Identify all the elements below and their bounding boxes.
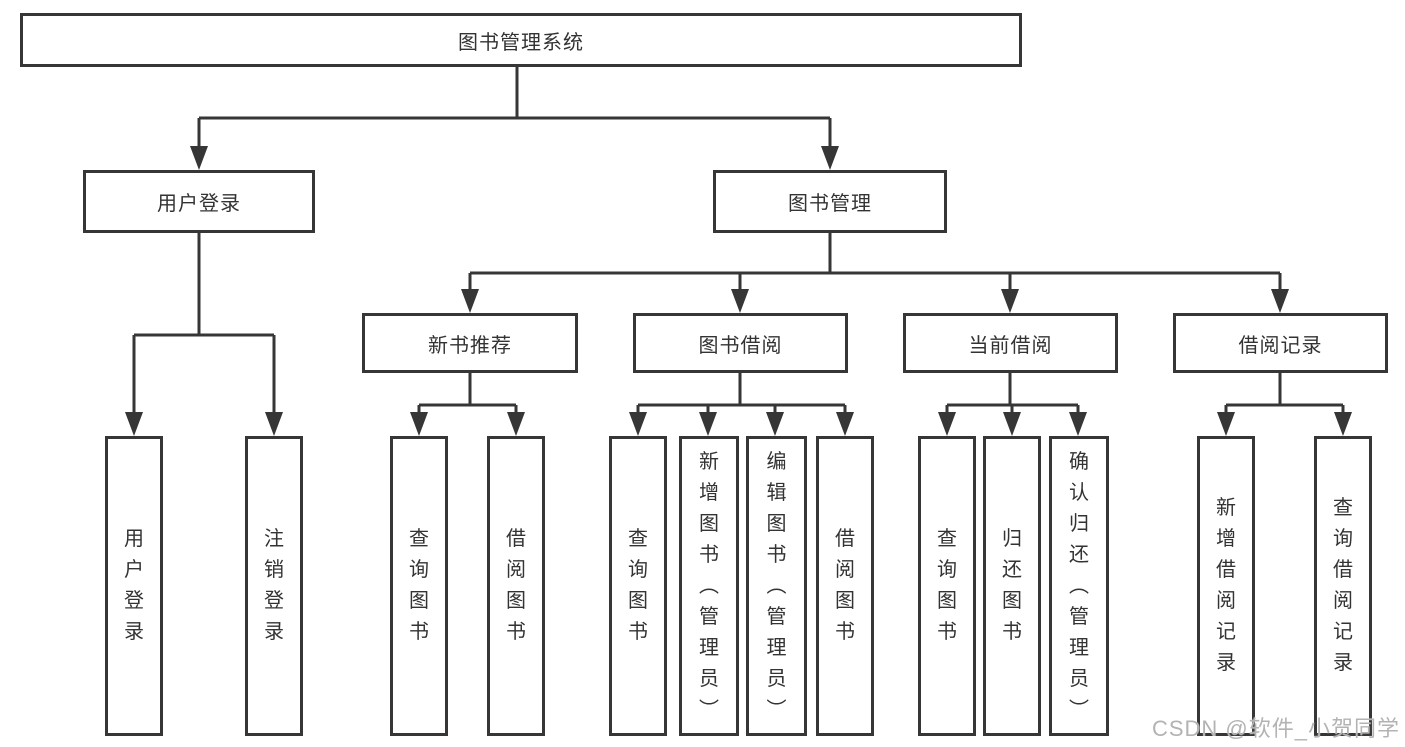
- node-current-borrowing: 当前借阅: [903, 313, 1118, 373]
- arrow-down-icon: [1001, 289, 1019, 313]
- leaf-logout: 注销登录: [245, 436, 303, 736]
- node-label: 新书推荐: [428, 334, 512, 357]
- arrow-down-icon: [125, 412, 143, 436]
- arrow-down-icon: [938, 412, 956, 436]
- node-label: 用户登录: [157, 193, 241, 215]
- arrow-down-icon: [1334, 412, 1352, 436]
- leaf-user-login: 用户登录: [105, 436, 163, 736]
- node-label: 注销登录: [264, 528, 284, 643]
- leaf-query-borrow-record: 查询借阅记录: [1314, 436, 1372, 736]
- leaf-recommend-borrow-books: 借阅图书: [487, 436, 545, 736]
- node-label: 用户登录: [124, 528, 144, 643]
- node-label: 查询借阅记录: [1333, 497, 1353, 674]
- arrow-down-icon: [1069, 412, 1087, 436]
- arrow-down-icon: [190, 146, 208, 170]
- arrow-down-icon: [836, 412, 854, 436]
- node-label: 图书管理系统: [458, 31, 584, 54]
- leaf-recommend-query-books: 查询图书: [390, 436, 448, 736]
- node-label: 归还图书: [1002, 528, 1022, 643]
- arrow-down-icon: [410, 412, 428, 436]
- leaf-confirm-return-admin: 确认归还︵管理员︶: [1049, 436, 1109, 736]
- arrow-down-icon: [629, 412, 647, 436]
- csdn-watermark: CSDN @软件_小贺同学: [1151, 716, 1400, 741]
- node-label: 查询图书: [409, 528, 429, 643]
- node-label: 新增图书︵管理员︶: [699, 450, 719, 721]
- node-label: 当前借阅: [968, 334, 1053, 357]
- leaf-edit-books-admin: 编辑图书︵管理员︶: [746, 436, 807, 736]
- arrow-down-icon: [1217, 412, 1235, 436]
- node-new-book-recommend: 新书推荐: [362, 313, 578, 373]
- node-label: 借阅图书: [835, 528, 855, 643]
- arrow-down-icon: [461, 289, 479, 313]
- arrow-down-icon: [507, 412, 525, 436]
- node-label: 确认归还︵管理员︶: [1069, 450, 1089, 721]
- leaf-return-books: 归还图书: [983, 436, 1041, 736]
- node-label: 查询图书: [628, 528, 648, 643]
- node-book-management: 图书管理: [713, 170, 947, 233]
- leaf-borrow-books: 借阅图书: [816, 436, 874, 736]
- arrow-down-icon: [731, 289, 749, 313]
- leaf-add-books-admin: 新增图书︵管理员︶: [679, 436, 739, 736]
- arrow-down-icon: [821, 146, 839, 170]
- arrow-down-icon: [265, 412, 283, 436]
- node-label: 图书借阅: [698, 334, 783, 357]
- leaf-current-query-books: 查询图书: [918, 436, 976, 736]
- node-label: 借阅记录: [1238, 334, 1323, 357]
- node-library-system: 图书管理系统: [20, 13, 1022, 67]
- arrow-down-icon: [699, 412, 717, 436]
- node-label: 新增借阅记录: [1216, 497, 1236, 674]
- arrow-down-icon: [766, 412, 784, 436]
- node-borrow-records: 借阅记录: [1173, 313, 1388, 373]
- node-book-borrowing: 图书借阅: [633, 313, 848, 373]
- node-label: 编辑图书︵管理员︶: [766, 450, 787, 721]
- arrow-down-icon: [1003, 412, 1021, 436]
- node-label: 借阅图书: [506, 528, 526, 643]
- leaf-add-borrow-record: 新增借阅记录: [1197, 436, 1255, 736]
- arrow-down-icon: [1271, 289, 1289, 313]
- node-user-login: 用户登录: [83, 170, 315, 233]
- node-label: 图书管理: [788, 193, 872, 215]
- leaf-borrow-query-books: 查询图书: [609, 436, 667, 736]
- node-label: 查询图书: [937, 528, 957, 643]
